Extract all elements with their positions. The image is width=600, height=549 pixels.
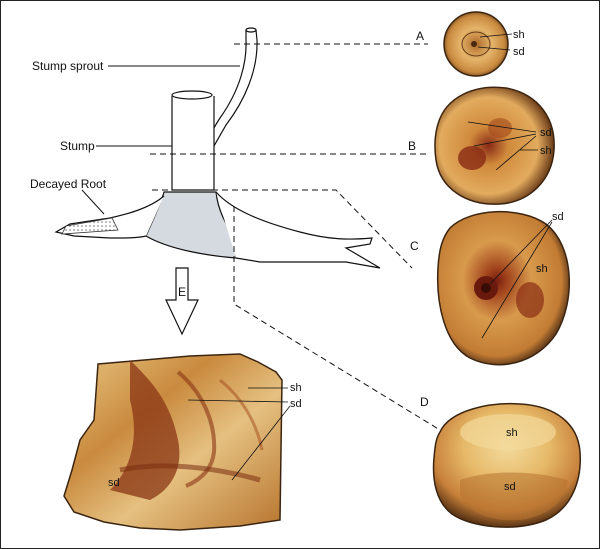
arrow-e xyxy=(165,267,199,336)
cross-section-c: sd sh xyxy=(436,210,571,366)
section-c-label: C xyxy=(410,239,419,253)
cross-section-d: sh sd xyxy=(432,402,581,528)
section-e-label: E xyxy=(178,285,186,299)
section-c-line xyxy=(152,189,413,269)
decayed-root-leader xyxy=(81,189,105,215)
right-root-shape xyxy=(215,191,381,269)
c-sd-label: sd xyxy=(552,211,564,223)
stump-sprout-label: Stump sprout xyxy=(32,59,104,73)
c-sh-label: sh xyxy=(536,263,548,275)
stump-label: Stump xyxy=(60,139,95,153)
tree-schematic xyxy=(54,27,381,269)
longitudinal-section-e: sh sd sd xyxy=(63,353,302,531)
cross-section-b: sd sh xyxy=(434,86,555,205)
section-a-label: A xyxy=(416,29,424,43)
b-sh-label: sh xyxy=(540,145,552,157)
section-b-label: B xyxy=(408,139,416,153)
e-sd-left-label: sd xyxy=(108,477,120,489)
decayed-root-label: Decayed Root xyxy=(30,177,107,191)
e-sh-label: sh xyxy=(290,382,302,394)
sprout-top-ellipse xyxy=(245,27,257,33)
a-sd-label: sd xyxy=(513,46,525,58)
section-lines xyxy=(150,43,441,431)
cross-section-a: sh sd xyxy=(443,11,525,77)
a-sh-label: sh xyxy=(513,29,525,41)
b-sd-label: sd xyxy=(540,127,552,139)
section-d-line xyxy=(233,206,441,431)
d-sd-label: sd xyxy=(504,481,516,493)
d-sh-label: sh xyxy=(506,427,518,439)
stump-shape xyxy=(171,96,215,191)
section-d-label: D xyxy=(420,395,429,409)
decayed-root-hatch xyxy=(61,217,119,235)
e-sd-top-label: sd xyxy=(290,398,302,410)
stump-top-ellipse xyxy=(171,90,213,100)
